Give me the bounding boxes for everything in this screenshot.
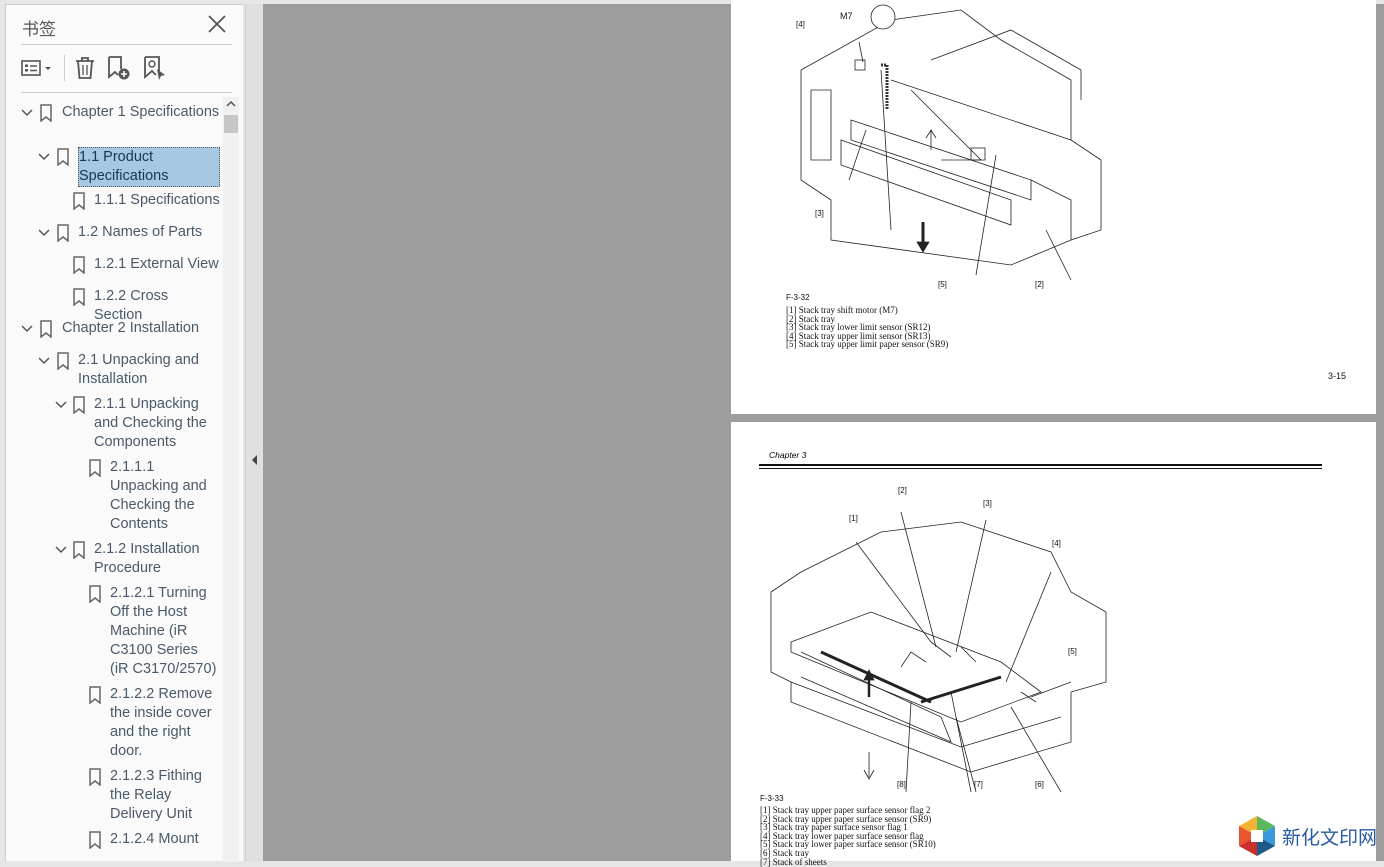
callout: [2] [898, 486, 907, 495]
find-current-bookmark-button[interactable] [143, 55, 167, 81]
callout: M7 [840, 11, 853, 21]
bookmark-icon [73, 192, 85, 210]
divider [21, 44, 232, 45]
legend-line: [4] Stack tray upper limit sensor (SR13) [786, 330, 931, 341]
panel-title: 书签 [22, 20, 56, 40]
trash-icon [76, 57, 94, 79]
bookmark-label: 1.1.1 Specifications [94, 192, 220, 208]
bookmark-add-icon [108, 56, 130, 80]
chevron-down-icon[interactable] [54, 543, 68, 557]
legend-line: [3] Stack tray paper surface sensor flag… [760, 822, 908, 833]
bookmark-label: 2.1 Unpacking and Installation [78, 352, 199, 387]
callout: [7] [974, 780, 983, 789]
bookmark-label: Chapter 1 Specifications [62, 104, 220, 120]
callout: [5] [938, 280, 947, 289]
bookmark-icon [40, 104, 52, 122]
legend-line: [5] Stack tray lower paper surface senso… [760, 839, 936, 850]
bookmark-icon [89, 585, 101, 603]
bookmark-icon [89, 831, 101, 849]
bookmark-label: 1.2.2 Cross Section [94, 288, 169, 323]
legend-line: [2] Stack tray [786, 313, 835, 324]
chevron-down-icon[interactable] [20, 322, 34, 336]
callout: [3] [815, 209, 824, 218]
bookmark-icon [73, 396, 85, 414]
legend-line: [1] Stack tray upper paper surface senso… [760, 805, 931, 815]
toolbar-separator [64, 55, 65, 81]
bookmark-icon [57, 352, 69, 370]
bookmark-locate-icon [144, 56, 165, 80]
callout: [5] [1068, 647, 1077, 656]
chevron-down-icon[interactable] [54, 398, 68, 412]
callout: [8] [897, 780, 906, 789]
legend-line: [1] Stack tray shift motor (M7) [786, 305, 898, 315]
pdf-page-3-15: [4] M7 [3] [5] [2] F-3-32 [1] Stack tray… [731, 0, 1376, 414]
bookmark-icon [40, 320, 52, 338]
close-icon[interactable] [206, 13, 228, 35]
bookmark-label: 2.1.1 Unpacking and Checking the Compone… [94, 396, 207, 450]
bookmark-icon [57, 148, 69, 166]
scroll-up-icon[interactable] [223, 97, 239, 111]
bookmark-icon [73, 288, 85, 306]
bookmark-icon [89, 686, 101, 704]
panel-splitter[interactable] [245, 4, 263, 861]
header-rule [759, 468, 1322, 469]
figure-legend: [1] Stack tray upper paper surface senso… [760, 806, 936, 866]
figure-legend: [1] Stack tray shift motor (M7) [2] Stac… [786, 306, 948, 349]
document-viewer[interactable]: [4] M7 [3] [5] [2] F-3-32 [1] Stack tray… [263, 0, 1384, 866]
pdf-page-3-16: Chapter 3 [1] [2] [3] [4] [5] [6] [7] [8… [731, 422, 1376, 866]
legend-line: [2] Stack tray upper paper surface senso… [760, 813, 932, 824]
watermark-text: 新化文印网 [1282, 826, 1378, 849]
bookmark-icon [73, 541, 85, 559]
stack-tray-diagram [800, 4, 1102, 281]
legend-line: [4] Stack tray lower paper surface senso… [760, 830, 924, 841]
bookmark-label: 2.1.2.1 Turning Off the Host Machine (iR… [110, 585, 217, 677]
bookmark-label: 2.1.1.1 Unpacking and Checking the Conte… [110, 459, 207, 532]
callout: [2] [1035, 280, 1044, 289]
bookmark-label: 1.2.1 External View [94, 256, 219, 272]
bookmark-label: 2.1.2.4 Mount [110, 831, 199, 847]
bookmark-label: 2.1.2 Installation Procedure [94, 541, 200, 576]
chevron-down-icon [45, 67, 51, 70]
legend-line: [7] Stack of sheets [760, 856, 827, 867]
bookmark-label: 2.1.2.3 Fithing the Relay Delivery Unit [110, 768, 202, 822]
logo-hexagon-icon [1239, 816, 1275, 856]
collapse-arrow-icon[interactable] [250, 454, 258, 466]
watermark-logo: 新化文印网 [1236, 815, 1377, 857]
figure-id: F-3-33 [760, 794, 784, 803]
page-number: 3-15 [1328, 371, 1347, 381]
callout: [3] [983, 499, 992, 508]
legend-line: [3] Stack tray lower limit sensor (SR12) [786, 322, 931, 333]
bookmark-icon [73, 256, 85, 274]
bookmark-tree: Chapter 1 Specifications 1.1 Product Spec… [6, 97, 222, 862]
options-menu-button[interactable] [21, 55, 53, 81]
bookmark-label: Chapter 2 Installation [62, 320, 200, 336]
paper-surface-sensor-diagram [770, 511, 1107, 792]
callout: [6] [1035, 780, 1044, 789]
delete-bookmark-button[interactable] [74, 55, 96, 81]
legend-line: [5] Stack tray upper limit paper sensor … [786, 339, 949, 350]
list-options-icon [21, 60, 41, 76]
figure-id: F-3-32 [786, 293, 810, 302]
legend-line: [6] Stack tray [760, 847, 809, 858]
chapter-header: Chapter 3 [769, 450, 807, 460]
callout: [1] [849, 514, 858, 523]
bookmark-label: 1.2 Names of Parts [78, 224, 203, 240]
callout: [4] [796, 20, 805, 29]
chevron-down-icon[interactable] [20, 106, 34, 120]
bookmark-icon [89, 768, 101, 786]
bookmarks-panel: 书签 Chapter 1 Specifications 1.1 Product S… [5, 4, 243, 862]
chevron-down-icon[interactable] [37, 150, 51, 164]
callout: [4] [1052, 539, 1061, 548]
divider [21, 92, 232, 93]
scrollbar[interactable] [223, 97, 239, 862]
bookmark-icon [57, 224, 69, 242]
bookmark-label: 2.1.2.2 Remove the inside cover and the … [110, 686, 213, 759]
bookmark-icon [89, 459, 101, 477]
scrollbar-thumb[interactable] [224, 115, 238, 133]
bookmark-label: 1.1 Product Specifications [78, 147, 220, 187]
new-bookmark-button[interactable] [107, 55, 131, 81]
chevron-down-icon[interactable] [37, 226, 51, 240]
chevron-down-icon[interactable] [37, 354, 51, 368]
header-rule [759, 464, 1322, 466]
